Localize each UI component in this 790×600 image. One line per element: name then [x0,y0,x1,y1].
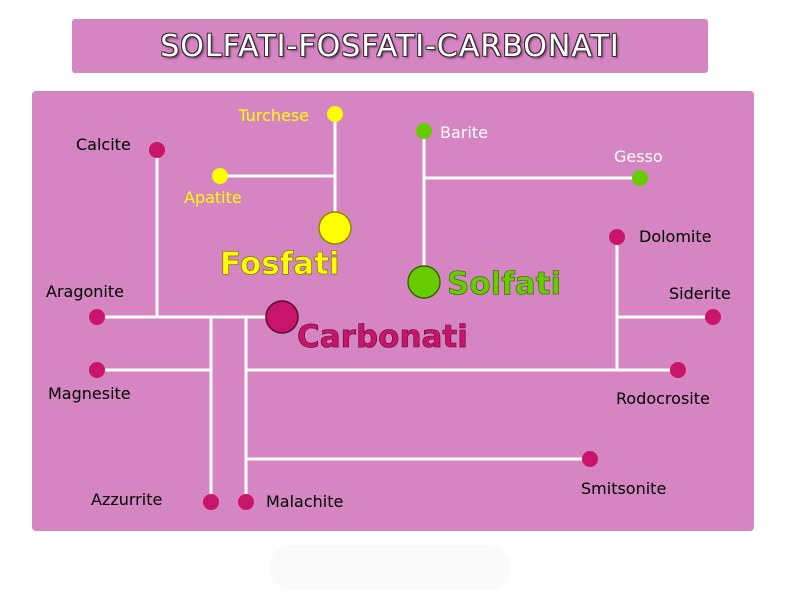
group-label-fosfati: Fosfati [220,246,340,282]
dot-apatite [212,168,228,184]
dot-barite [416,123,432,139]
label-gesso: Gesso [614,147,663,166]
dot-magnesite [89,362,105,378]
label-dolomite: Dolomite [639,227,712,246]
label-barite: Barite [440,123,488,142]
title-banner: SOLFATI-FOSFATI-CARBONATI [72,19,708,73]
dot-calcite [149,142,165,158]
dot-carbonati [265,300,299,334]
dot-fosfati [318,211,352,245]
dot-aragonite [89,309,105,325]
dot-rodocrosite [670,362,686,378]
dot-gesso [632,170,648,186]
mineral-dots [89,106,721,510]
connector-lines [97,114,713,502]
label-magnesite: Magnesite [48,384,131,403]
dot-smitsonite [582,451,598,467]
dot-azzurrite [203,494,219,510]
page-title: SOLFATI-FOSFATI-CARBONATI [160,28,620,64]
dot-turchese [327,106,343,122]
dot-dolomite [609,229,625,245]
label-rodocrosite: Rodocrosite [616,389,710,408]
label-malachite: Malachite [266,492,343,511]
label-turchese: Turchese [237,106,309,125]
dot-siderite [705,309,721,325]
reflection-glow [270,545,510,590]
label-apatite: Apatite [184,188,242,207]
label-aragonite: Aragonite [46,282,124,301]
label-azzurrite: Azzurrite [91,490,162,509]
label-siderite: Siderite [669,284,731,303]
dot-solfati [407,265,441,299]
group-label-carbonati: Carbonati [297,319,468,355]
dot-malachite [238,494,254,510]
label-smitsonite: Smitsonite [581,479,666,498]
group-label-solfati: Solfati [447,266,561,302]
label-calcite: Calcite [76,135,131,154]
